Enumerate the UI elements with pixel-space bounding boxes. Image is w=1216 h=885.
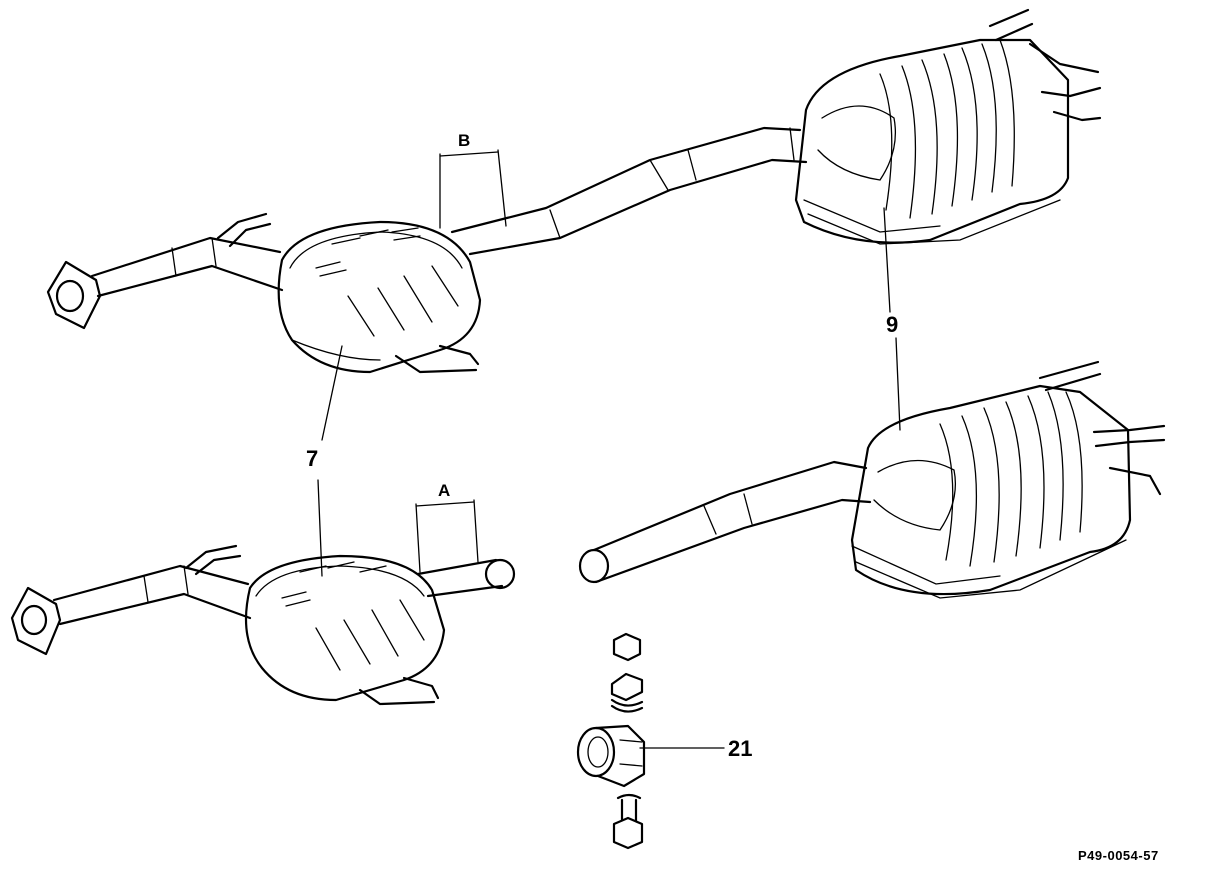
connecting-pipe-upper: [450, 126, 808, 256]
dimension-b-label: B: [458, 131, 470, 150]
rear-muffler-lower: [578, 360, 1166, 599]
leader-lines: [317, 207, 901, 749]
callout-part-9: 9: [886, 312, 898, 337]
callout-part-7: 7: [306, 446, 318, 471]
clamp-assembly: [576, 632, 646, 850]
dimension-a: A: [415, 481, 479, 573]
front-muffler-lower: [10, 544, 516, 706]
reference-code: P49-0054-57: [1078, 848, 1159, 863]
callout-part-21: 21: [728, 736, 752, 761]
dimension-b: B: [439, 131, 507, 229]
rear-muffler-upper: [794, 8, 1102, 245]
dimension-a-label: A: [438, 481, 450, 500]
front-muffler-upper: [46, 212, 482, 374]
